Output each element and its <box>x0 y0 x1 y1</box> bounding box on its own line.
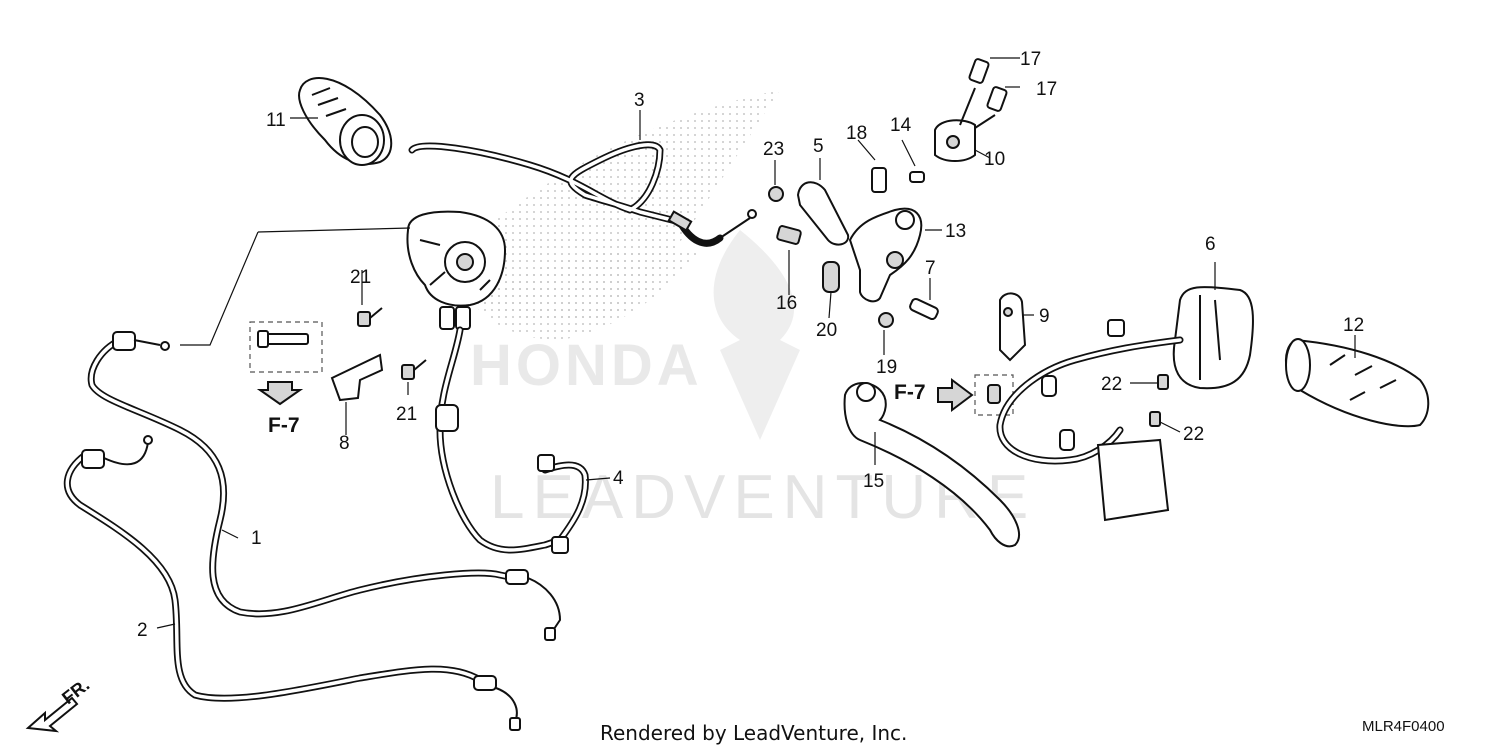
throttle-cable <box>408 141 757 247</box>
callout-8: 8 <box>339 433 350 454</box>
callout-22a: 22 <box>1101 374 1122 395</box>
left-grip <box>298 77 393 166</box>
reference-f7-right: F-7 <box>894 381 926 404</box>
callout-11: 11 <box>266 110 286 131</box>
callout-23: 23 <box>763 139 784 160</box>
bracket-9 <box>937 292 1027 416</box>
right-switch <box>996 286 1254 522</box>
brake-lever <box>843 382 1020 548</box>
reference-f7-left: F-7 <box>268 414 300 437</box>
callout-16: 16 <box>776 293 797 314</box>
callouts: 1 2 3 4 5 6 7 8 9 10 11 12 13 14 15 16 1… <box>137 49 1364 641</box>
callout-3: 3 <box>634 90 645 111</box>
cable-2 <box>63 435 521 731</box>
callout-6: 6 <box>1205 234 1216 255</box>
leadventure-logo-watermark <box>713 230 800 440</box>
callout-12: 12 <box>1343 315 1364 336</box>
right-grip <box>1284 338 1430 428</box>
callout-17a: 17 <box>1020 49 1041 70</box>
callout-1: 1 <box>251 528 262 549</box>
callout-9: 9 <box>1039 306 1050 327</box>
callout-21b: 21 <box>396 404 417 425</box>
callout-22b: 22 <box>1183 424 1204 445</box>
callout-7: 7 <box>925 258 936 279</box>
brand-watermark: HONDA <box>470 333 703 398</box>
callout-21a: 21 <box>350 267 371 288</box>
callout-10: 10 <box>984 149 1005 170</box>
callout-4: 4 <box>613 468 624 489</box>
leader-lines <box>156 57 1356 629</box>
callout-17b: 17 <box>1036 79 1057 100</box>
callout-2: 2 <box>137 620 148 641</box>
diagram-code: MLR4F0400 <box>1362 718 1445 735</box>
bolts-21 <box>357 307 427 380</box>
lever-assembly-parts <box>768 181 850 293</box>
cable-1 <box>87 331 562 641</box>
callout-18: 18 <box>846 123 867 144</box>
clamp-group <box>934 58 1008 162</box>
callout-5: 5 <box>813 136 824 157</box>
throttle-housing <box>406 210 507 330</box>
callout-13: 13 <box>945 221 966 242</box>
lower-cable <box>435 326 589 554</box>
callout-14: 14 <box>890 115 912 136</box>
footer-credit: Rendered by LeadVenture, Inc. <box>600 721 907 745</box>
switch-7 <box>909 297 939 321</box>
direction-label: FR. <box>58 675 93 709</box>
lever-bracket <box>848 167 925 328</box>
callout-20: 20 <box>816 320 837 341</box>
front-direction-arrow: FR. <box>25 675 93 733</box>
arrow-icon <box>25 696 79 733</box>
bracket-group <box>249 321 384 406</box>
callout-15: 15 <box>863 471 884 492</box>
callout-19: 19 <box>876 357 897 378</box>
